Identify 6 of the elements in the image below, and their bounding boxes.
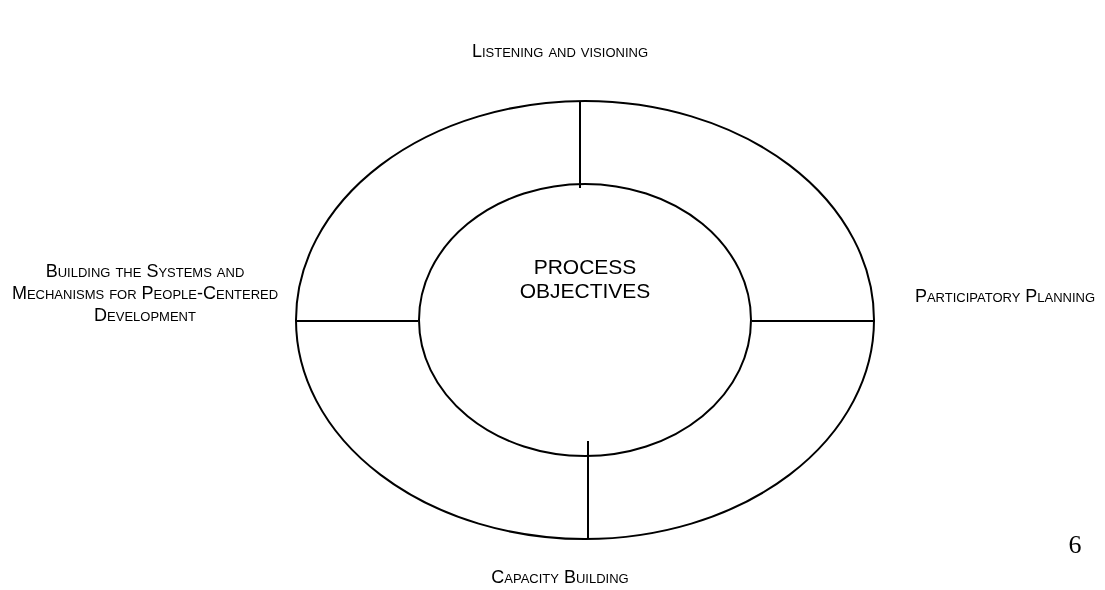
segment-label: Participatory Planning (913, 285, 1097, 307)
page-number: 6 (1067, 530, 1083, 560)
segment-label: Building the Systems and Mechanisms for People-Centered Development (10, 260, 280, 326)
node-label: PROCESS OBJECTIVES (518, 255, 652, 303)
segment-label: Listening and visioning (470, 40, 649, 62)
segment-label: Capacity Building (490, 566, 630, 588)
